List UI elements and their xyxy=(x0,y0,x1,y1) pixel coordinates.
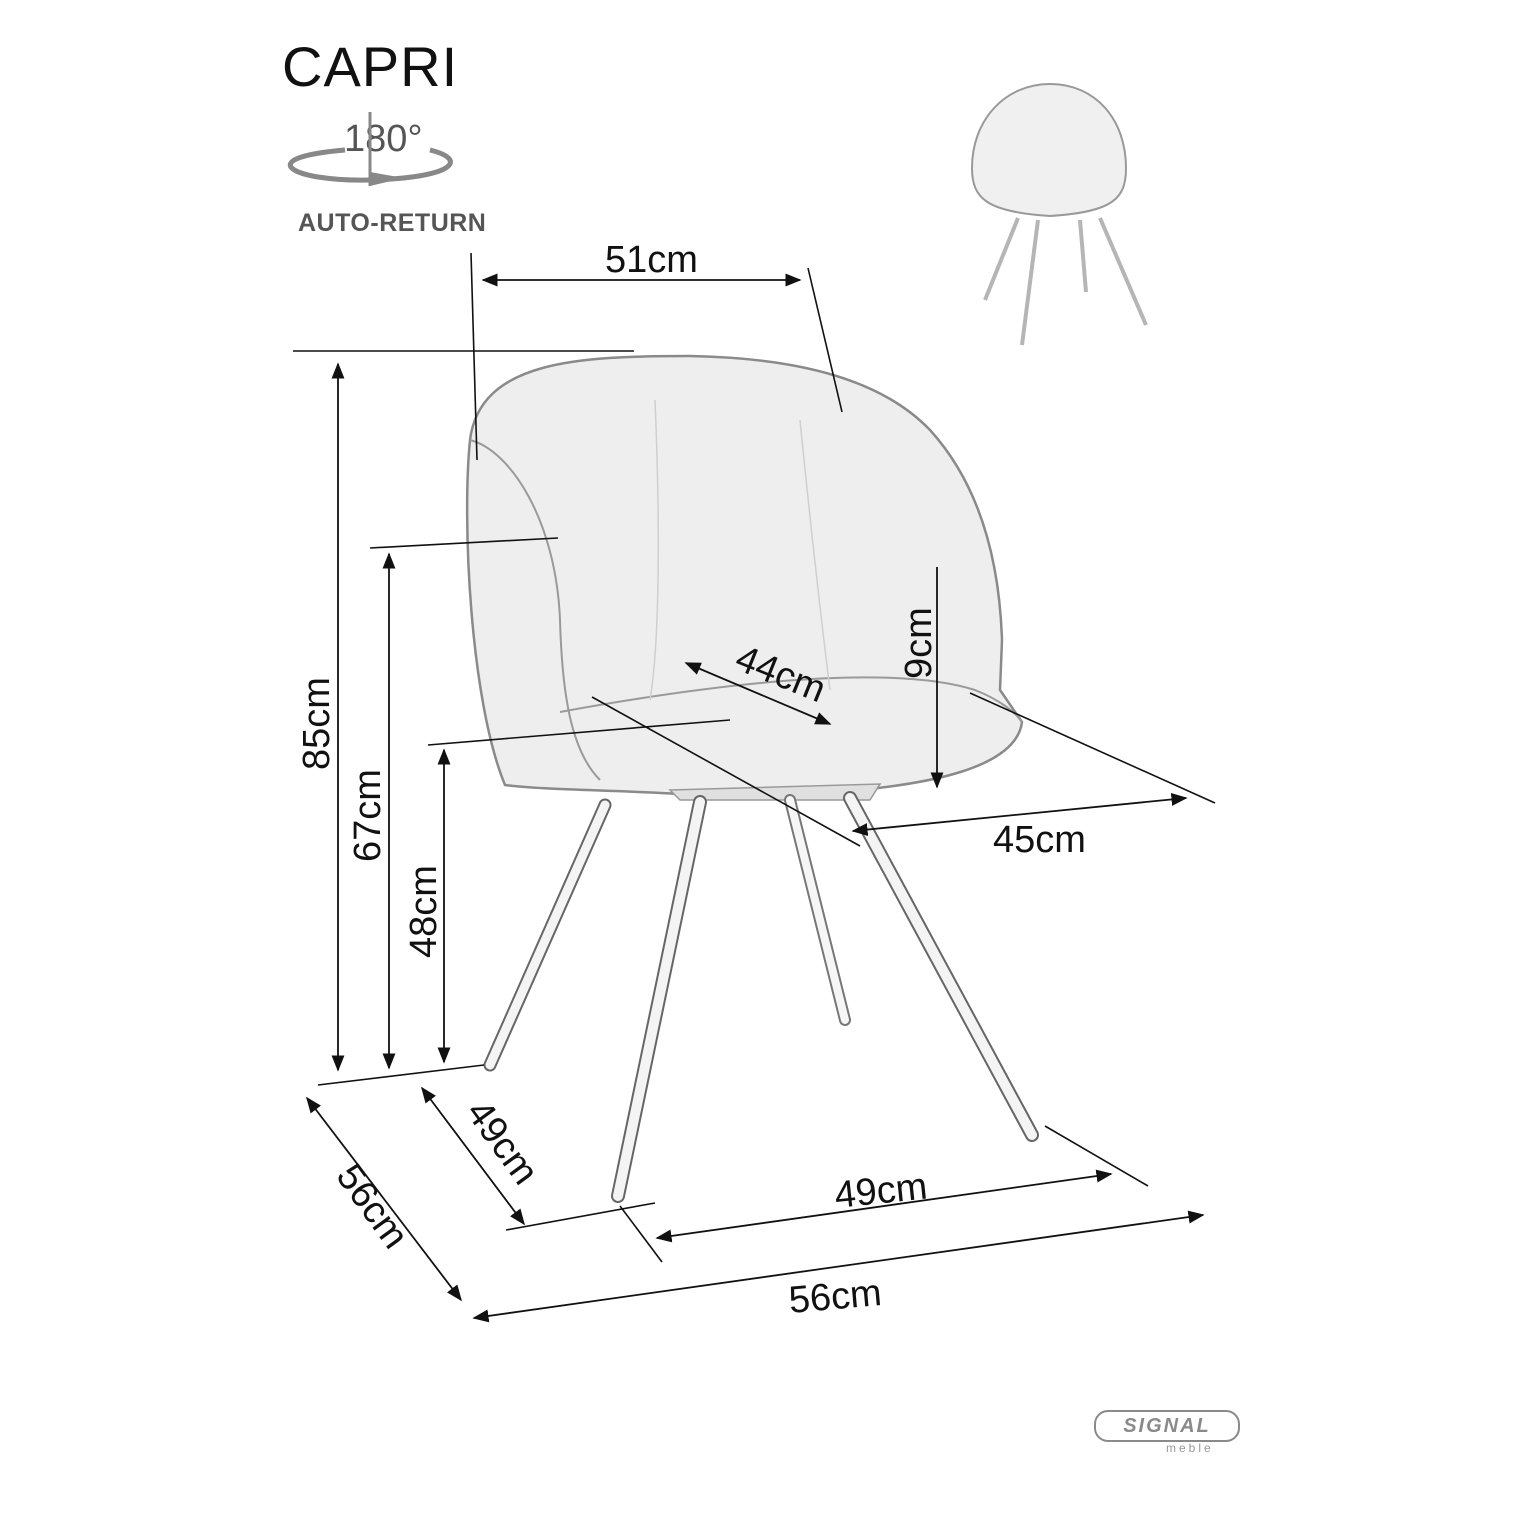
dimension-arrows xyxy=(306,273,1205,1323)
dim-armrest-above-seat-label: 9cm xyxy=(898,607,940,679)
dim-seat-depth-label: 45cm xyxy=(993,819,1086,861)
chair-thumbnail xyxy=(970,82,1148,346)
dim-base-depth-label: 56cm xyxy=(328,1157,417,1257)
chair-drawing xyxy=(465,354,1039,1203)
dim-height-total-label: 85cm xyxy=(296,677,338,770)
dim-seat-height-label: 48cm xyxy=(403,865,445,958)
brand-logo-sub: meble xyxy=(1166,1441,1214,1455)
dim-base-width-label: 56cm xyxy=(787,1272,883,1322)
rotation-icon xyxy=(287,112,453,186)
dim-armrest-height-label: 67cm xyxy=(347,769,389,862)
dim-leg-span-width-label: 49cm xyxy=(833,1165,930,1216)
product-title: CAPRI xyxy=(282,35,459,98)
dim-leg-span-depth-label: 49cm xyxy=(458,1093,547,1193)
auto-return-label: AUTO-RETURN xyxy=(298,209,487,237)
dim-width-label: 51cm xyxy=(605,239,698,281)
brand-logo: SIGNAL xyxy=(1094,1410,1240,1442)
rotation-degrees: 180° xyxy=(344,118,423,160)
